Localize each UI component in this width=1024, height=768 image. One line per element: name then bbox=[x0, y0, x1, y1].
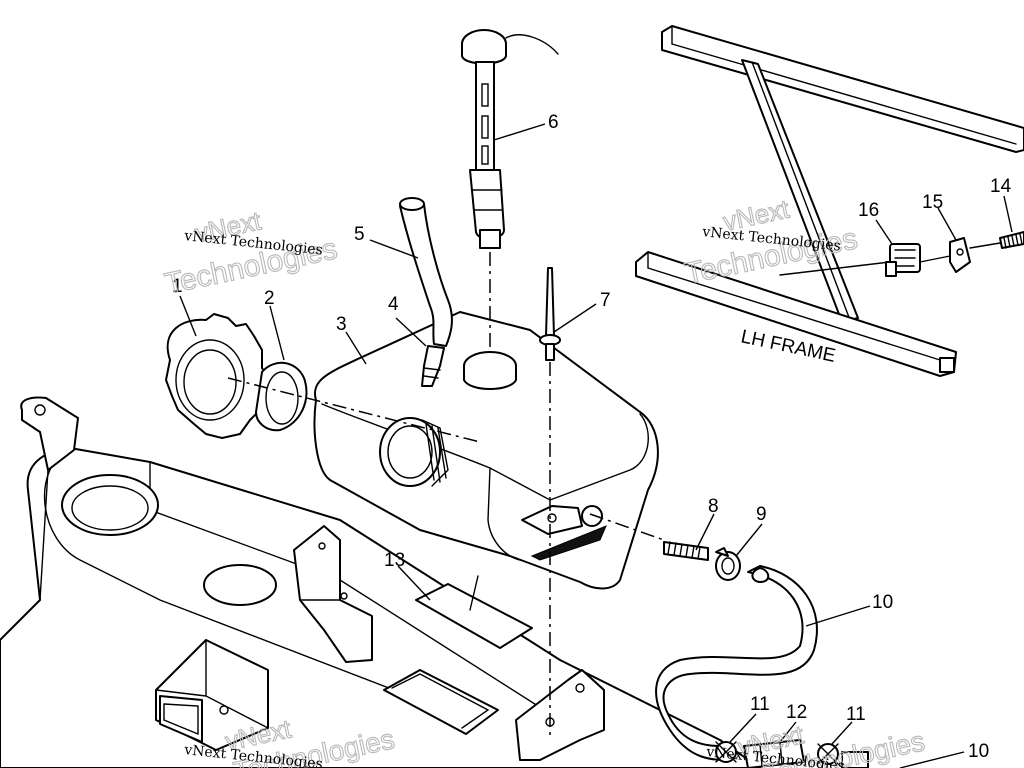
filter-12 bbox=[743, 739, 805, 768]
clamp-11-right bbox=[817, 743, 869, 768]
pin-7 bbox=[539, 267, 561, 361]
callout-9: 9 bbox=[756, 504, 767, 525]
chassis-frame bbox=[0, 396, 761, 768]
callout-10-lower: 10 bbox=[968, 741, 989, 762]
callout-labels: 1 2 3 4 5 6 7 8 9 10 10 11 11 12 13 14 1… bbox=[172, 112, 1012, 762]
callout-2: 2 bbox=[264, 288, 275, 309]
gasket-2 bbox=[255, 362, 308, 432]
decal-13 bbox=[415, 575, 533, 649]
fuel-sender-6 bbox=[461, 29, 559, 249]
callout-11-left: 11 bbox=[750, 694, 770, 715]
assembly-center-lines bbox=[227, 252, 665, 740]
vent-hose-5 bbox=[399, 197, 453, 347]
callout-15: 15 bbox=[922, 192, 943, 213]
callout-7: 7 bbox=[600, 290, 611, 311]
spring-8 bbox=[663, 541, 709, 561]
callout-10-upper: 10 bbox=[872, 592, 893, 613]
callout-12: 12 bbox=[786, 702, 807, 723]
clamp-11-left bbox=[715, 741, 737, 763]
callout-11-right: 11 bbox=[846, 704, 866, 725]
callout-4: 4 bbox=[388, 294, 399, 315]
callout-8: 8 bbox=[708, 496, 719, 517]
callout-3: 3 bbox=[336, 314, 347, 335]
callout-6: 6 bbox=[548, 112, 559, 133]
callout-13: 13 bbox=[384, 550, 405, 571]
lh-frame bbox=[635, 25, 1024, 377]
clamp-15 bbox=[919, 237, 971, 273]
fitting-4 bbox=[421, 345, 445, 387]
filler-cap-1 bbox=[165, 313, 271, 439]
callout-16: 16 bbox=[858, 200, 879, 221]
fuel-tank-3 bbox=[313, 311, 659, 590]
clamp-16 bbox=[885, 243, 921, 277]
spring-14 bbox=[969, 231, 1024, 249]
clamp-9 bbox=[715, 547, 741, 581]
callout-5: 5 bbox=[354, 224, 365, 245]
callout-14: 14 bbox=[990, 176, 1012, 197]
leader-lines bbox=[179, 123, 1013, 768]
watermark-4: vNext Technologies bbox=[735, 719, 928, 768]
callout-1: 1 bbox=[172, 276, 183, 297]
